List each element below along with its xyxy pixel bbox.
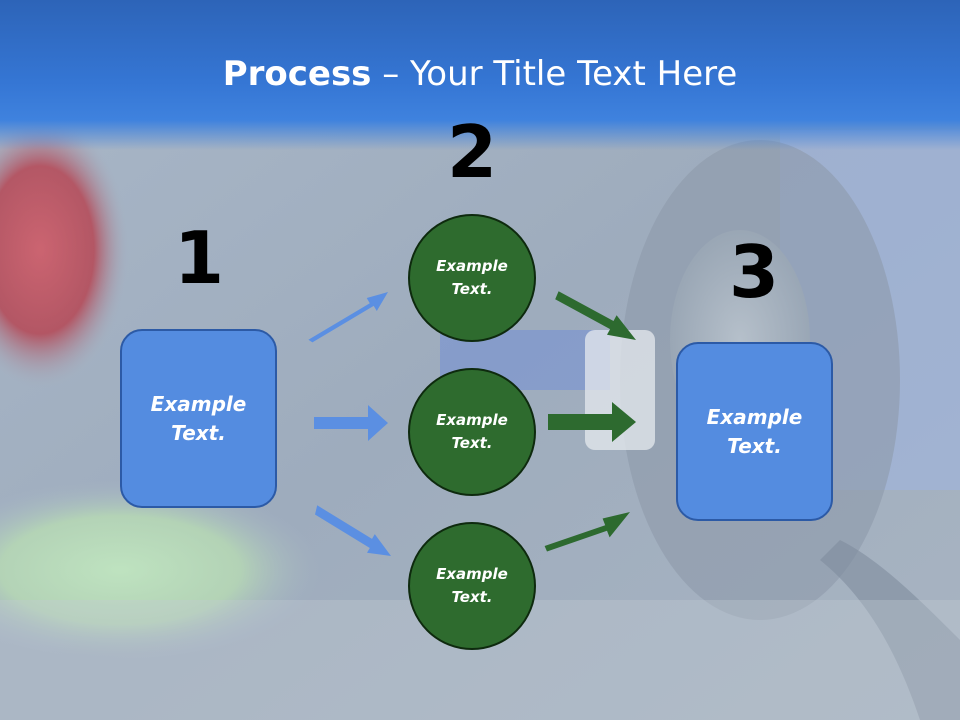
step-2-circle-top: Example Text. [408,214,536,342]
title-bold: Process [222,54,372,94]
step-1-box: Example Text. [120,329,277,508]
circle-top-text: Example Text. [436,257,508,298]
green-arrow-middle [548,402,636,442]
title-band [0,0,960,150]
blue-arrow-up [308,292,388,343]
title-rest: – Your Title Text Here [371,54,738,94]
green-arrow-down [555,291,636,340]
step-number-2: 2 [446,110,498,194]
blue-arrow-middle [314,405,388,441]
step-2-circle-bottom: Example Text. [408,522,536,650]
circle-bottom-text: Example Text. [436,565,508,606]
step-number-1: 1 [173,216,225,300]
slide-title: Process – Your Title Text Here [0,50,960,98]
blue-arrow-down [315,505,391,556]
step-3-text: Example Text. [706,404,803,458]
step-3-box: Example Text. [676,342,833,521]
step-1-text: Example Text. [150,391,247,445]
circle-middle-text: Example Text. [436,411,508,452]
step-2-circle-middle: Example Text. [408,368,536,496]
step-number-3: 3 [728,230,780,314]
green-arrow-up [544,512,630,552]
